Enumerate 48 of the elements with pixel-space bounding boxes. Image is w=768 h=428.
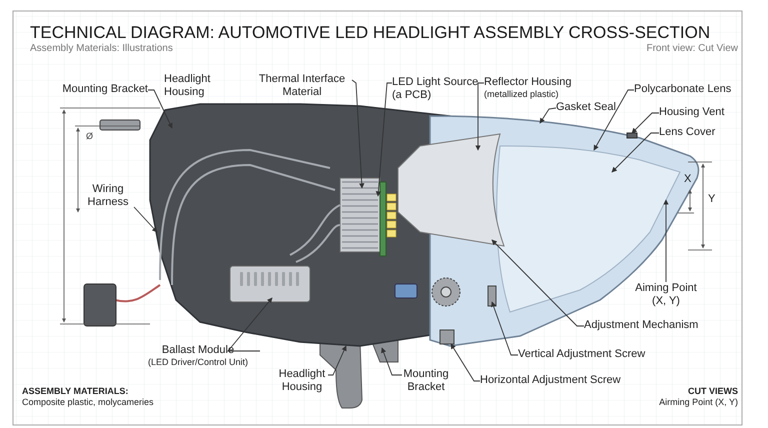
leader-line bbox=[376, 82, 392, 197]
callout-label: Wiring Harness bbox=[86, 183, 130, 209]
label-text: Headlight Housing bbox=[164, 73, 212, 99]
callout-label: LED Light Source bbox=[392, 76, 480, 89]
callout-label: Polycarbonate Lens bbox=[634, 83, 732, 96]
leader-line bbox=[612, 132, 660, 172]
label-text: Assembly Materials: Illustrations bbox=[30, 43, 173, 54]
leader-line bbox=[328, 345, 347, 376]
leader-line bbox=[227, 297, 272, 352]
label-text: Composite plastic, molycameries bbox=[22, 397, 154, 408]
label-text: ASSEMBLY MATERIALS: bbox=[22, 386, 128, 397]
callout-label: Reflector Housing bbox=[484, 76, 572, 89]
label-text: X bbox=[684, 174, 692, 185]
callout-label: Ballast Module bbox=[160, 344, 236, 357]
leader-line bbox=[492, 240, 584, 326]
callout-label: Mounting Bracket bbox=[402, 368, 450, 394]
leader-line bbox=[148, 90, 172, 129]
callout-label: Thermal Interface Material bbox=[258, 73, 346, 99]
leader-line bbox=[632, 112, 660, 134]
callout-label: (a PCB) bbox=[392, 89, 432, 102]
callout-label: Horizontal Adjustment Screw bbox=[480, 374, 622, 387]
callout-label: Mounting Bracket bbox=[61, 83, 148, 96]
leader-line bbox=[352, 80, 364, 189]
callout-label: Aiming Point (X, Y) bbox=[634, 282, 698, 308]
label-text: CUT VIEWS bbox=[688, 386, 738, 397]
leader-line bbox=[450, 343, 480, 382]
label-text: Airming Point (X, Y) bbox=[659, 397, 738, 408]
callout-label: Headlight Housing bbox=[278, 368, 326, 394]
leader-line bbox=[475, 82, 484, 151]
adjustment-screw bbox=[440, 330, 454, 344]
leader-line bbox=[491, 301, 518, 356]
leader-line bbox=[134, 206, 158, 232]
vent-cap bbox=[626, 132, 638, 138]
leader-line bbox=[540, 108, 556, 124]
title: TECHNICAL DIAGRAM: AUTOMOTIVE LED HEADLIGHT ASSEMBLY CROSS-SECTION bbox=[30, 22, 710, 44]
callout-label: Vertical Adjustment Screw bbox=[518, 348, 646, 361]
label-text: Y bbox=[708, 194, 716, 205]
callout-label: Adjustment Mechanism bbox=[584, 319, 700, 332]
leader-line bbox=[381, 347, 402, 376]
callout-label: Housing Vent bbox=[659, 106, 726, 119]
callout-label: (metallized plastic) bbox=[484, 89, 560, 100]
callout-label: (LED Driver/Control Unit) bbox=[146, 357, 250, 368]
label-text: Ø bbox=[86, 131, 94, 142]
callout-label: Gasket Seal bbox=[556, 101, 616, 114]
leader-line bbox=[594, 90, 634, 151]
leader-line bbox=[663, 199, 669, 282]
callout-label: Lens Cover bbox=[659, 126, 716, 139]
label-text: Front view: Cut View bbox=[646, 43, 738, 54]
